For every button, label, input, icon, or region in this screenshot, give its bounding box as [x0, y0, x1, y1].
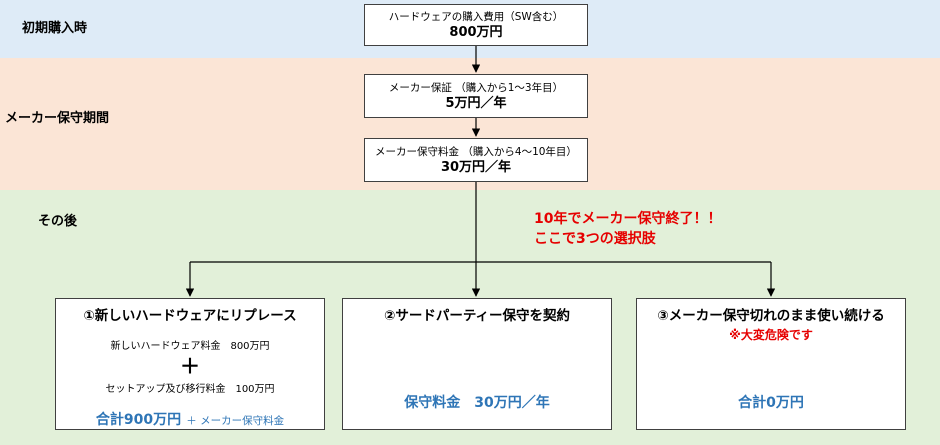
label-after: その後 [38, 214, 78, 229]
option-third-party-box: ②サードパーティー保守を契約 保守料金 30万円／年 [342, 298, 612, 430]
warning-line-2: ここで3つの選択肢 [534, 231, 656, 247]
option-continue-note: ※大変危険です [729, 328, 813, 342]
purchase-cost-box: ハードウェアの購入費用（SW含む） 800万円 [364, 4, 588, 46]
option-continue-title: ③メーカー保守切れのまま使い続ける [657, 308, 885, 324]
purchase-cost-value: 800万円 [449, 25, 503, 40]
label-initial-purchase: 初期購入時 [22, 21, 88, 36]
warranty-value: 5万円／年 [445, 96, 507, 111]
warranty-label: メーカー保証 （購入から1～3年目） [388, 82, 564, 94]
option-third-party-title: ②サードパーティー保守を契約 [383, 308, 571, 324]
warning-line-1: 10年でメーカー保守終了！！ [534, 211, 722, 227]
option-continue-box: ③メーカー保守切れのまま使い続ける ※大変危険です 合計0万円 [636, 298, 906, 430]
maintenance-fee-value: 30万円／年 [440, 160, 512, 175]
option-replace-total-suffix: ＋ メーカー保守料金 [186, 415, 285, 427]
option-replace-title: ①新しいハードウェアにリプレース [83, 308, 297, 324]
plus-sign: ＋ [180, 354, 200, 378]
option-replace-total-amount: 合計900万円 [95, 412, 182, 428]
warranty-box: メーカー保証 （購入から1～3年目） 5万円／年 [364, 74, 588, 118]
purchase-cost-label: ハードウェアの購入費用（SW含む） [388, 11, 564, 23]
warning-text: 10年でメーカー保守終了！！ ここで3つの選択肢 [534, 209, 721, 249]
option-replace-hardware-fee: 新しいハードウェア料金 800万円 [110, 341, 270, 352]
maintenance-fee-label: メーカー保守料金 （購入から4～10年目） [375, 146, 577, 158]
maintenance-fee-box: メーカー保守料金 （購入から4～10年目） 30万円／年 [364, 138, 588, 182]
option-third-party-total: 保守料金 30万円／年 [404, 395, 550, 411]
option-replace-total: 合計900万円 ＋ メーカー保守料金 [56, 409, 324, 429]
option-replace-setup-fee: セットアップ及び移行料金 100万円 [105, 384, 275, 395]
option-continue-total: 合計0万円 [738, 395, 804, 411]
label-maintenance-period: メーカー保守期間 [5, 111, 110, 126]
option-replace-box: ①新しいハードウェアにリプレース 新しいハードウェア料金 800万円 ＋ セット… [55, 298, 325, 430]
